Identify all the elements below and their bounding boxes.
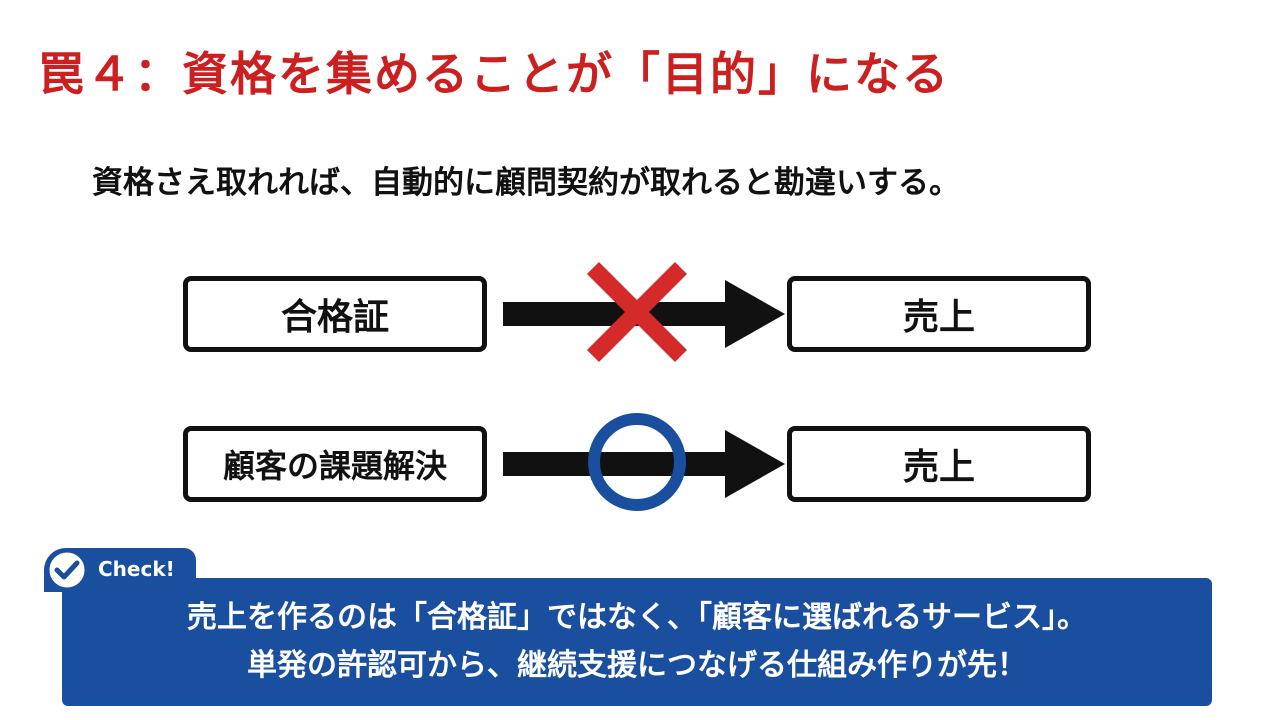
page-title: 罠４：資格を集めることが「目的」になる [38,47,950,101]
check-line-1: 売上を作るのは「合格証」ではなく、「顧客に選ばれるサービス」。 [187,600,1087,635]
arrow-right-2 [503,430,785,498]
circle-icon [588,413,686,511]
check-panel: 売上を作るのは「合格証」ではなく、「顧客に選ばれるサービス」。 単発の許認可から… [62,578,1212,706]
box-certificate: 合格証 [183,276,487,352]
box-sales-1: 売上 [787,276,1091,352]
check-line-2: 単発の許認可から、継続支援につなげる仕組み作りが先！ [247,648,1027,683]
page-subtitle: 資格さえ取れれば、自動的に顧問契約が取れると勘違いする。 [92,165,960,201]
cross-icon [586,261,688,363]
checkmark-icon [46,549,88,591]
box-customer-problem-solving: 顧客の課題解決 [183,426,487,502]
box-sales-2: 売上 [787,426,1091,502]
check-label: Check! [98,557,175,581]
